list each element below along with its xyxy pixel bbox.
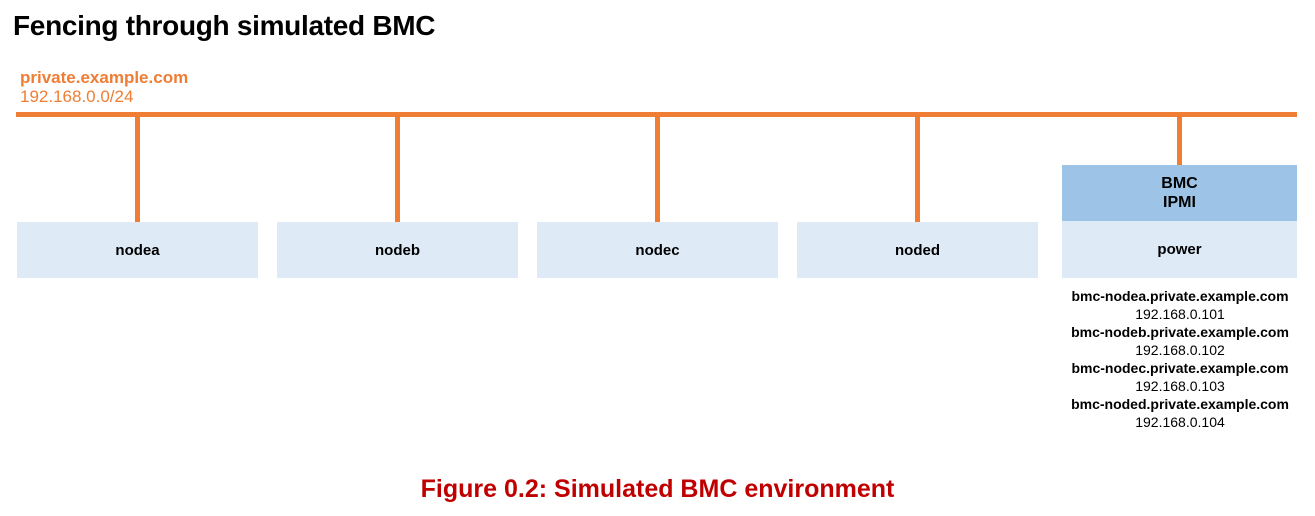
bmc-power-label: power bbox=[1157, 241, 1202, 258]
bmc-host-ip: 192.168.0.104 bbox=[1135, 414, 1225, 430]
bmc-host-ip: 192.168.0.103 bbox=[1135, 378, 1225, 394]
connector-bmc bbox=[1177, 115, 1182, 165]
diagram-title: Fencing through simulated BMC bbox=[13, 10, 436, 41]
network-cidr: 192.168.0.0/24 bbox=[20, 87, 134, 106]
node-label-nodeb: nodeb bbox=[375, 241, 420, 259]
bmc-host-entry: bmc-nodec.private.example.com 192.168.0.… bbox=[1040, 359, 1315, 395]
bmc-title: BMC bbox=[1161, 175, 1198, 192]
node-label-nodea: nodea bbox=[115, 241, 160, 259]
bmc-hostname: bmc-nodec.private.example.com bbox=[1071, 360, 1289, 376]
bmc-host-list: bmc-nodea.private.example.com 192.168.0.… bbox=[1040, 287, 1315, 431]
bmc-host-entry: bmc-nodea.private.example.com 192.168.0.… bbox=[1040, 287, 1315, 323]
node-label-nodec: nodec bbox=[635, 241, 680, 259]
bmc-subtitle: IPMI bbox=[1163, 194, 1196, 211]
node-label-noded: noded bbox=[895, 241, 940, 259]
bmc-header-box: BMC IPMI bbox=[1062, 165, 1297, 221]
bmc-hostname: bmc-nodeb.private.example.com bbox=[1071, 324, 1289, 340]
node-box-nodeb: nodeb bbox=[277, 222, 518, 278]
connector-nodea bbox=[135, 115, 140, 222]
bmc-host-ip: 192.168.0.102 bbox=[1135, 342, 1225, 358]
node-box-noded: noded bbox=[797, 222, 1038, 278]
figure-caption: Figure 0.2: Simulated BMC environment bbox=[420, 475, 895, 503]
node-box-nodec: nodec bbox=[537, 222, 778, 278]
connector-noded bbox=[915, 115, 920, 222]
connector-nodeb bbox=[395, 115, 400, 222]
bmc-host-ip: 192.168.0.101 bbox=[1135, 306, 1225, 322]
node-box-nodea: nodea bbox=[17, 222, 258, 278]
connector-nodec bbox=[655, 115, 660, 222]
network-label: private.example.com 192.168.0.0/24 bbox=[20, 68, 188, 106]
bmc-host-entry: bmc-noded.private.example.com 192.168.0.… bbox=[1040, 395, 1315, 431]
bmc-power-box: power bbox=[1062, 221, 1297, 278]
bmc-hostname: bmc-nodea.private.example.com bbox=[1071, 288, 1289, 304]
network-domain: private.example.com bbox=[20, 68, 189, 87]
bmc-hostname: bmc-noded.private.example.com bbox=[1071, 396, 1289, 412]
network-bus-line bbox=[16, 112, 1297, 117]
bmc-host-entry: bmc-nodeb.private.example.com 192.168.0.… bbox=[1040, 323, 1315, 359]
